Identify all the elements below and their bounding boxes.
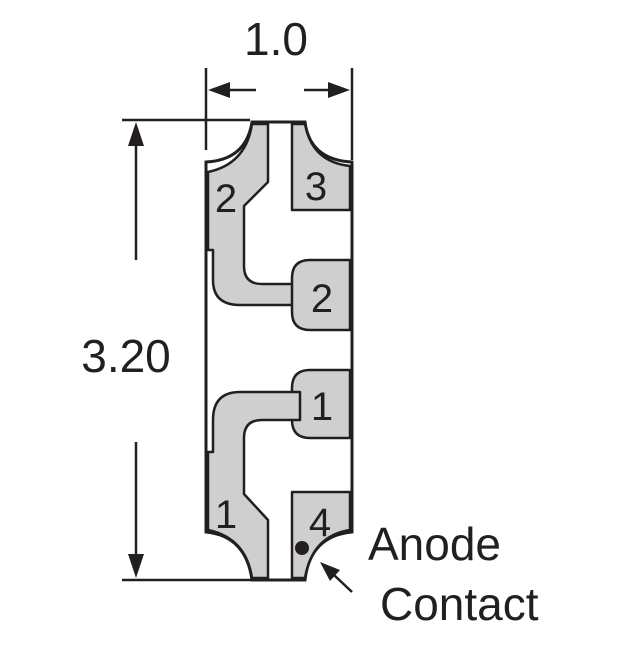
- width-arrow-right: [328, 82, 350, 98]
- pad-label-4: 4: [309, 501, 331, 545]
- anode-annotation: Anode Contact: [320, 518, 539, 630]
- pad-label-2-right: 2: [311, 277, 333, 321]
- pad-label-1-right: 1: [311, 385, 333, 429]
- anode-dot-icon: [295, 541, 309, 555]
- width-label: 1.0: [244, 13, 308, 65]
- anode-leader-line: [333, 574, 353, 593]
- width-dimension: 1.0: [204, 13, 354, 160]
- contact-label: Contact: [380, 578, 539, 630]
- pad-3: [290, 122, 352, 212]
- pad-2-right: [290, 258, 352, 332]
- pad-2-top-left: [206, 122, 302, 307]
- anode-label: Anode: [368, 518, 501, 570]
- anode-arrow-icon: [320, 562, 340, 581]
- height-arrow-bottom: [128, 554, 144, 578]
- height-label: 3.20: [81, 330, 171, 382]
- pad-label-2-top: 2: [215, 177, 237, 221]
- height-dimension: 3.20: [81, 118, 252, 582]
- pad-4: [290, 490, 352, 580]
- pad-label-1-bottom: 1: [215, 493, 237, 537]
- pad-label-3: 3: [305, 165, 327, 209]
- width-arrow-left: [208, 82, 230, 98]
- height-arrow-top: [128, 122, 144, 146]
- pad-1-bottom-left: [206, 390, 302, 580]
